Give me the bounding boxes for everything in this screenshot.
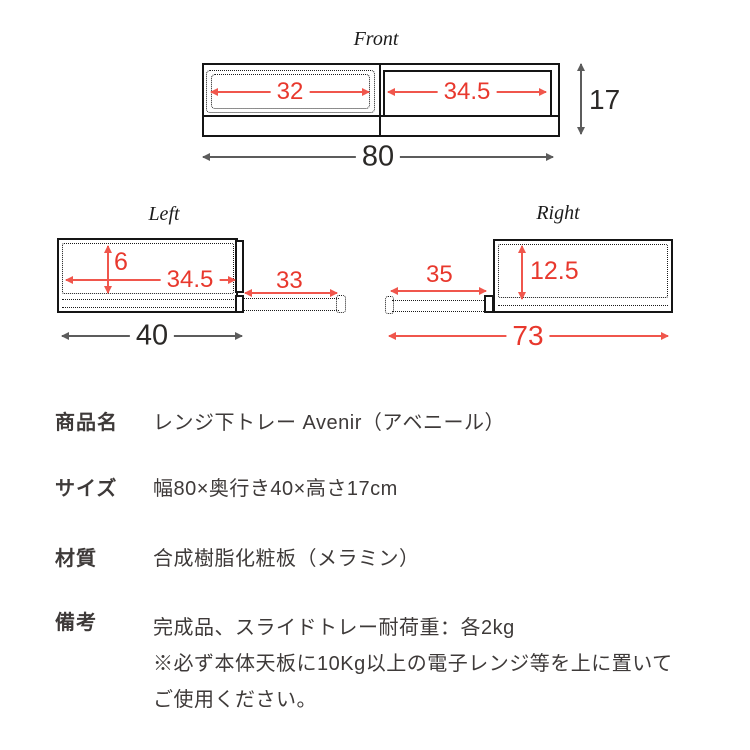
dim-label-front-width: 80 <box>355 142 401 172</box>
front-right-tray-outline <box>383 70 552 117</box>
spec-label-product-name: 商品名 <box>55 412 118 434</box>
front-center-divider-line <box>379 63 381 137</box>
right-tray-front-panel <box>484 295 494 313</box>
spec-notes-line-2: ※必ず本体天板に10Kg以上の電子レンジ等を上に置いて <box>153 653 673 675</box>
left-inner-dotted-outline <box>62 243 234 294</box>
right-view-title: Right <box>536 202 580 224</box>
spec-row-notes: 備考 完成品、スライドトレー耐荷重：各2kg ※必ず本体天板に10Kg以上の電子… <box>55 610 725 718</box>
dim-arrow-left-clearance <box>107 246 109 293</box>
left-slide-tray-end-dotted <box>336 295 346 313</box>
spec-value-product-name: レンジ下トレー Avenir（アベニール） <box>153 412 505 434</box>
dim-arrow-right-slide <box>391 290 486 292</box>
spec-label-size: サイズ <box>55 478 118 500</box>
spec-notes-line-3: ご使用ください。 <box>153 689 317 711</box>
spec-row-product-name: 商品名 レンジ下トレー Avenir（アベニール） <box>55 410 725 436</box>
dim-arrow-right-clearance <box>521 246 523 299</box>
dim-label-left-depth: 40 <box>129 321 175 351</box>
front-view-title: Front <box>353 28 399 50</box>
dim-arrow-left-tray-depth <box>66 279 235 281</box>
left-rail-dotted-line-1 <box>62 299 234 300</box>
left-tray-front-panel <box>235 295 244 313</box>
left-top-front-panel <box>235 240 244 293</box>
dim-label-front-tray-right: 34.5 <box>437 80 497 104</box>
spec-row-material: 材質 合成樹脂化粧板（メラミン） <box>55 546 725 572</box>
left-slide-tray-dotted <box>244 298 339 311</box>
spec-value-material: 合成樹脂化粧板（メラミン） <box>153 548 420 570</box>
right-slide-tray-end-dotted <box>385 296 394 314</box>
dim-label-left-tray-depth: 34.5 <box>160 268 220 292</box>
right-inner-dotted-outline <box>498 244 668 298</box>
front-left-tray-dotted-outline <box>206 70 375 113</box>
left-view-title: Left <box>148 203 180 225</box>
right-rail-dotted-line <box>498 305 668 306</box>
spec-label-material: 材質 <box>55 548 97 570</box>
spec-value-notes: 完成品、スライドトレー耐荷重：各2kg ※必ず本体天板に10Kg以上の電子レンジ… <box>153 610 673 718</box>
spec-row-size: サイズ 幅80×奥行き40×高さ17cm <box>55 476 725 502</box>
spec-value-size: 幅80×奥行き40×高さ17cm <box>153 478 398 500</box>
dim-label-left-clearance: 6 <box>114 248 128 276</box>
dim-label-right-extended-depth: 73 <box>506 322 550 350</box>
spec-notes-line-1: 完成品、スライドトレー耐荷重：各2kg <box>153 617 515 639</box>
right-slide-tray-dotted <box>392 300 486 312</box>
dim-arrow-front-height <box>580 64 582 134</box>
dim-arrow-left-slide <box>245 292 337 294</box>
left-rail-dotted-line-2 <box>62 307 234 308</box>
dim-label-left-slide: 33 <box>276 267 303 294</box>
spec-label-notes: 備考 <box>55 612 97 634</box>
dim-label-front-height: 17 <box>589 84 621 115</box>
dim-label-right-clearance: 12.5 <box>530 257 579 285</box>
dim-label-front-tray-left: 32 <box>270 80 310 104</box>
front-shelf-divider-line <box>202 115 560 117</box>
dim-label-right-slide: 35 <box>426 261 453 288</box>
